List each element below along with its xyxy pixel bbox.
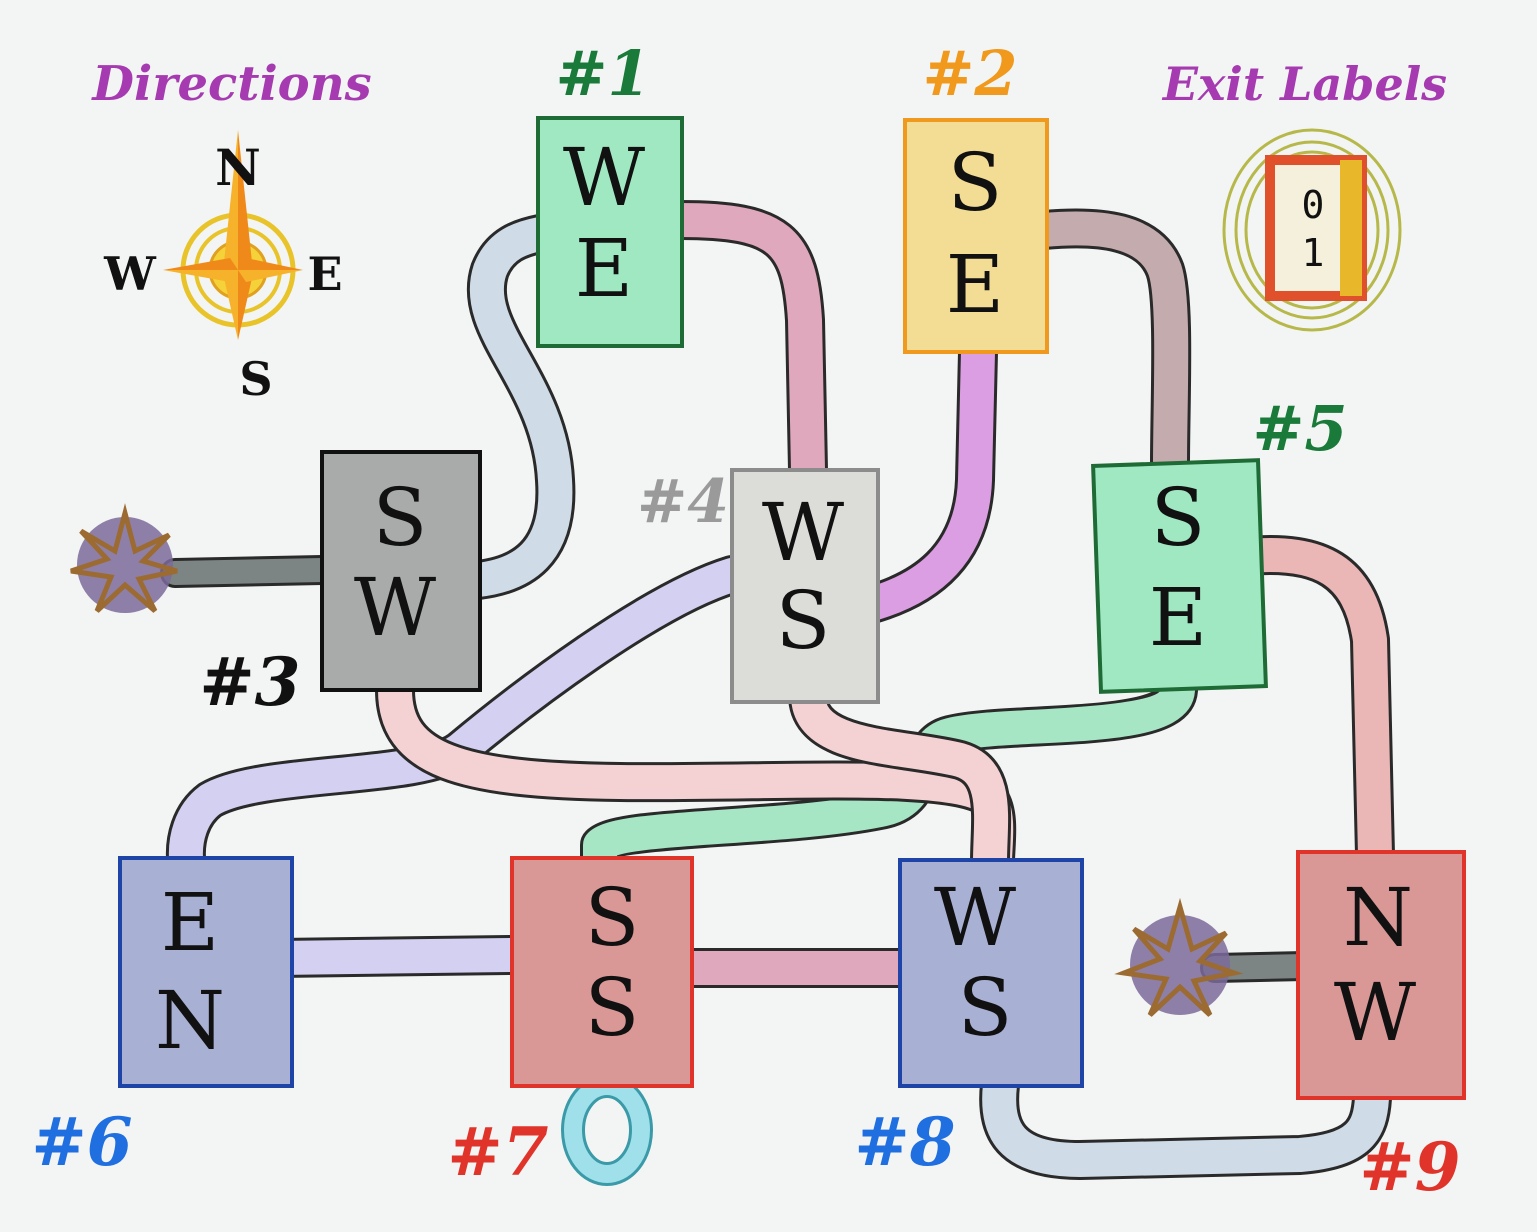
room-6-label: #6 [31,1103,132,1181]
room-7-box [510,856,694,1088]
room-7-exit-1: S [585,961,640,1054]
room-8-label: #8 [854,1103,955,1181]
exit-label-bottom: 1 [1302,231,1325,275]
pipe-room2-room4 [852,332,998,624]
pipe-room2-room5 [1024,208,1192,485]
room-2-box [903,118,1049,354]
room-1-label: #1 [555,37,650,110]
room-8-exit-1: S [958,961,1013,1054]
pipe-room1-room4 [660,200,828,490]
room-4-exit-0: W [762,486,844,579]
room-9-exit-1: W [1334,966,1416,1059]
pipe-room3-exit [160,555,337,588]
room-3-label: #3 [199,643,300,721]
room-2-exit-0: S [948,136,1003,229]
room-3-exit-1: W [354,561,436,654]
room-3-box [320,450,482,692]
room-4-exit-1: S [776,574,831,667]
compass-south: S [239,352,272,406]
room-5-exit-0: S [1151,471,1206,564]
pipe-room3-room1 [458,214,576,600]
pipe-room7-self-loop [561,1074,653,1186]
room-4: W S #4 [637,467,880,704]
compass-north: N [215,138,261,197]
room-9-box [1296,850,1466,1100]
compass-east: E [307,247,342,301]
room-2: S E #2 [903,37,1049,354]
connections [160,200,1395,1186]
room-7-label: #7 [447,1113,548,1191]
room-6-exit-0: E [161,876,219,969]
room-8-box [898,858,1084,1088]
room-3: S W #3 [199,450,482,721]
start-exit-star [70,503,178,613]
room-1-box [536,116,684,348]
room-8: W S #8 [854,858,1084,1181]
exit-label-card-edge [1340,160,1362,296]
room-6: E N #6 [31,856,294,1181]
compass-west: W [103,247,157,301]
pipe-room6-room7 [258,935,532,978]
room-2-label: #2 [922,37,1017,110]
room-4-box [730,468,880,704]
exit-labels-legend: Exit Labels 0 1 [1161,57,1447,332]
pipe-room8-room9 [979,1065,1392,1180]
room-6-box [118,856,294,1088]
room-1-exit-1: E [575,222,633,315]
room-9: N W #9 [1296,850,1466,1206]
room-8-exit-0: W [934,871,1016,964]
room-6-exit-1: N [155,974,225,1067]
exit-label-swirl-icon [1222,128,1402,332]
room-1: W E #1 [536,37,684,348]
exit-labels-title: Exit Labels [1161,57,1447,111]
room-1-exit-0: W [563,131,645,224]
pipe-room4-room8 [788,675,1012,882]
room-2-exit-1: E [946,238,1004,331]
room-5-label: #5 [1252,392,1347,465]
room-5-box [1091,458,1268,694]
room-9-label: #9 [1359,1128,1460,1206]
room-7: S S #7 [447,856,694,1191]
room-5-exit-1: E [1149,571,1207,664]
room-4-label: #4 [637,467,729,537]
room-9-exit-0: N [1343,871,1413,964]
compass-icon [163,130,303,340]
room-5: S E #5 [1091,392,1348,694]
pipe-room9-exit [1200,951,1320,983]
exit-label-top: 0 [1302,183,1325,227]
room-3-exit-0: S [373,471,428,564]
room-7-exit-0: S [585,871,640,964]
directions-legend: Directions N E S W [90,56,371,406]
pipe-room5-room9 [1228,535,1395,875]
directions-title: Directions [90,56,371,112]
end-exit-star [1114,897,1244,1017]
